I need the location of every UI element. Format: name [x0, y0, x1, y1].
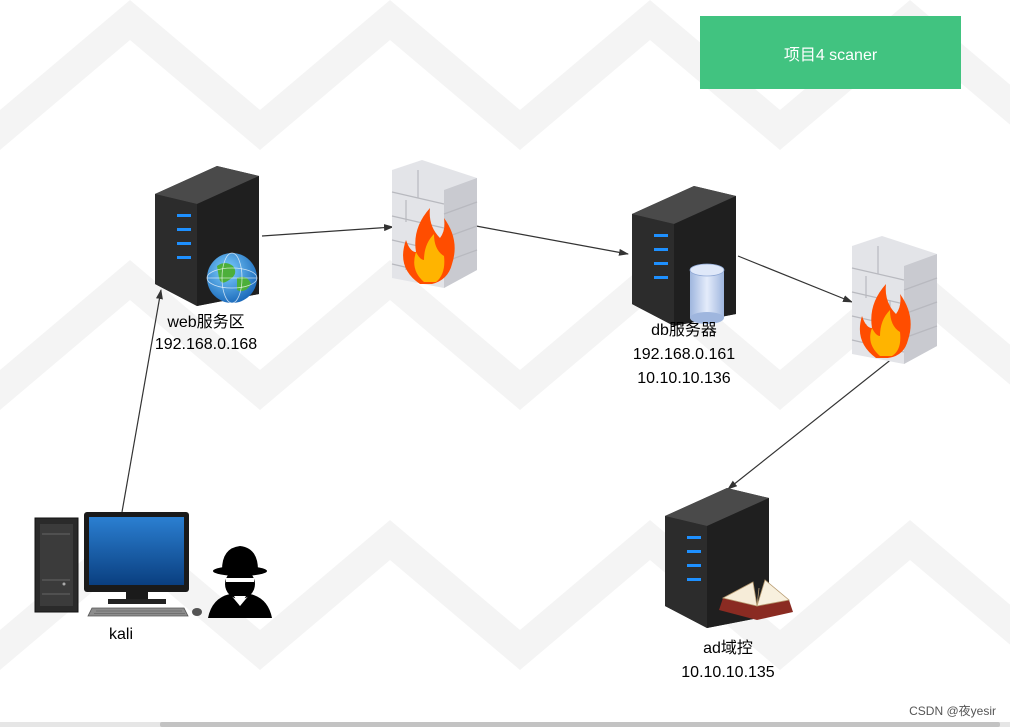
ad-server-ip: 10.10.10.135 [681, 664, 775, 681]
web-server-name: web服务区 [167, 314, 245, 331]
hacker-icon [208, 546, 272, 618]
firewall-1 [391, 160, 478, 288]
kali-label: kali [96, 624, 146, 646]
kali-workstation [34, 512, 272, 618]
connectors [121, 224, 894, 513]
flame-icon [403, 208, 455, 284]
horizontal-scrollbar-thumb[interactable] [160, 722, 1000, 727]
edge-web-to-firewall1 [261, 224, 394, 237]
globe-icon [206, 252, 258, 304]
edge-db-to-firewall2 [737, 255, 853, 303]
project-title-box: 项目4 scaner [700, 16, 961, 89]
web-server-label: web服务区 192.168.0.168 [148, 312, 264, 356]
db-server-name: db服务器 [651, 322, 717, 339]
ad-server [665, 488, 793, 628]
keyboard [87, 607, 202, 617]
kali-name: kali [108, 626, 133, 643]
book-icon [719, 579, 793, 620]
edge-firewall2-to-ad [727, 357, 894, 490]
db-server-ip-1: 192.168.0.161 [632, 346, 736, 363]
web-server-ip: 192.168.0.168 [154, 336, 258, 353]
db-server [632, 186, 736, 326]
edge-kali-to-web [121, 289, 163, 513]
firewall-2 [851, 236, 938, 364]
monitor [84, 512, 189, 604]
db-server-label: db服务器 192.168.0.161 10.10.10.136 [624, 320, 744, 390]
pc-tower [34, 517, 79, 613]
web-server [155, 166, 259, 306]
db-server-ip-2: 10.10.10.136 [637, 370, 731, 387]
watermark: CSDN @夜yesir [909, 704, 996, 718]
ad-server-name: ad域控 [703, 640, 753, 657]
flame-icon [859, 284, 911, 358]
database-icon [689, 263, 725, 324]
project-title: 项目4 scaner [783, 46, 878, 64]
ad-server-label: ad域控 10.10.10.135 [672, 638, 784, 684]
edge-firewall1-to-db [475, 225, 629, 256]
